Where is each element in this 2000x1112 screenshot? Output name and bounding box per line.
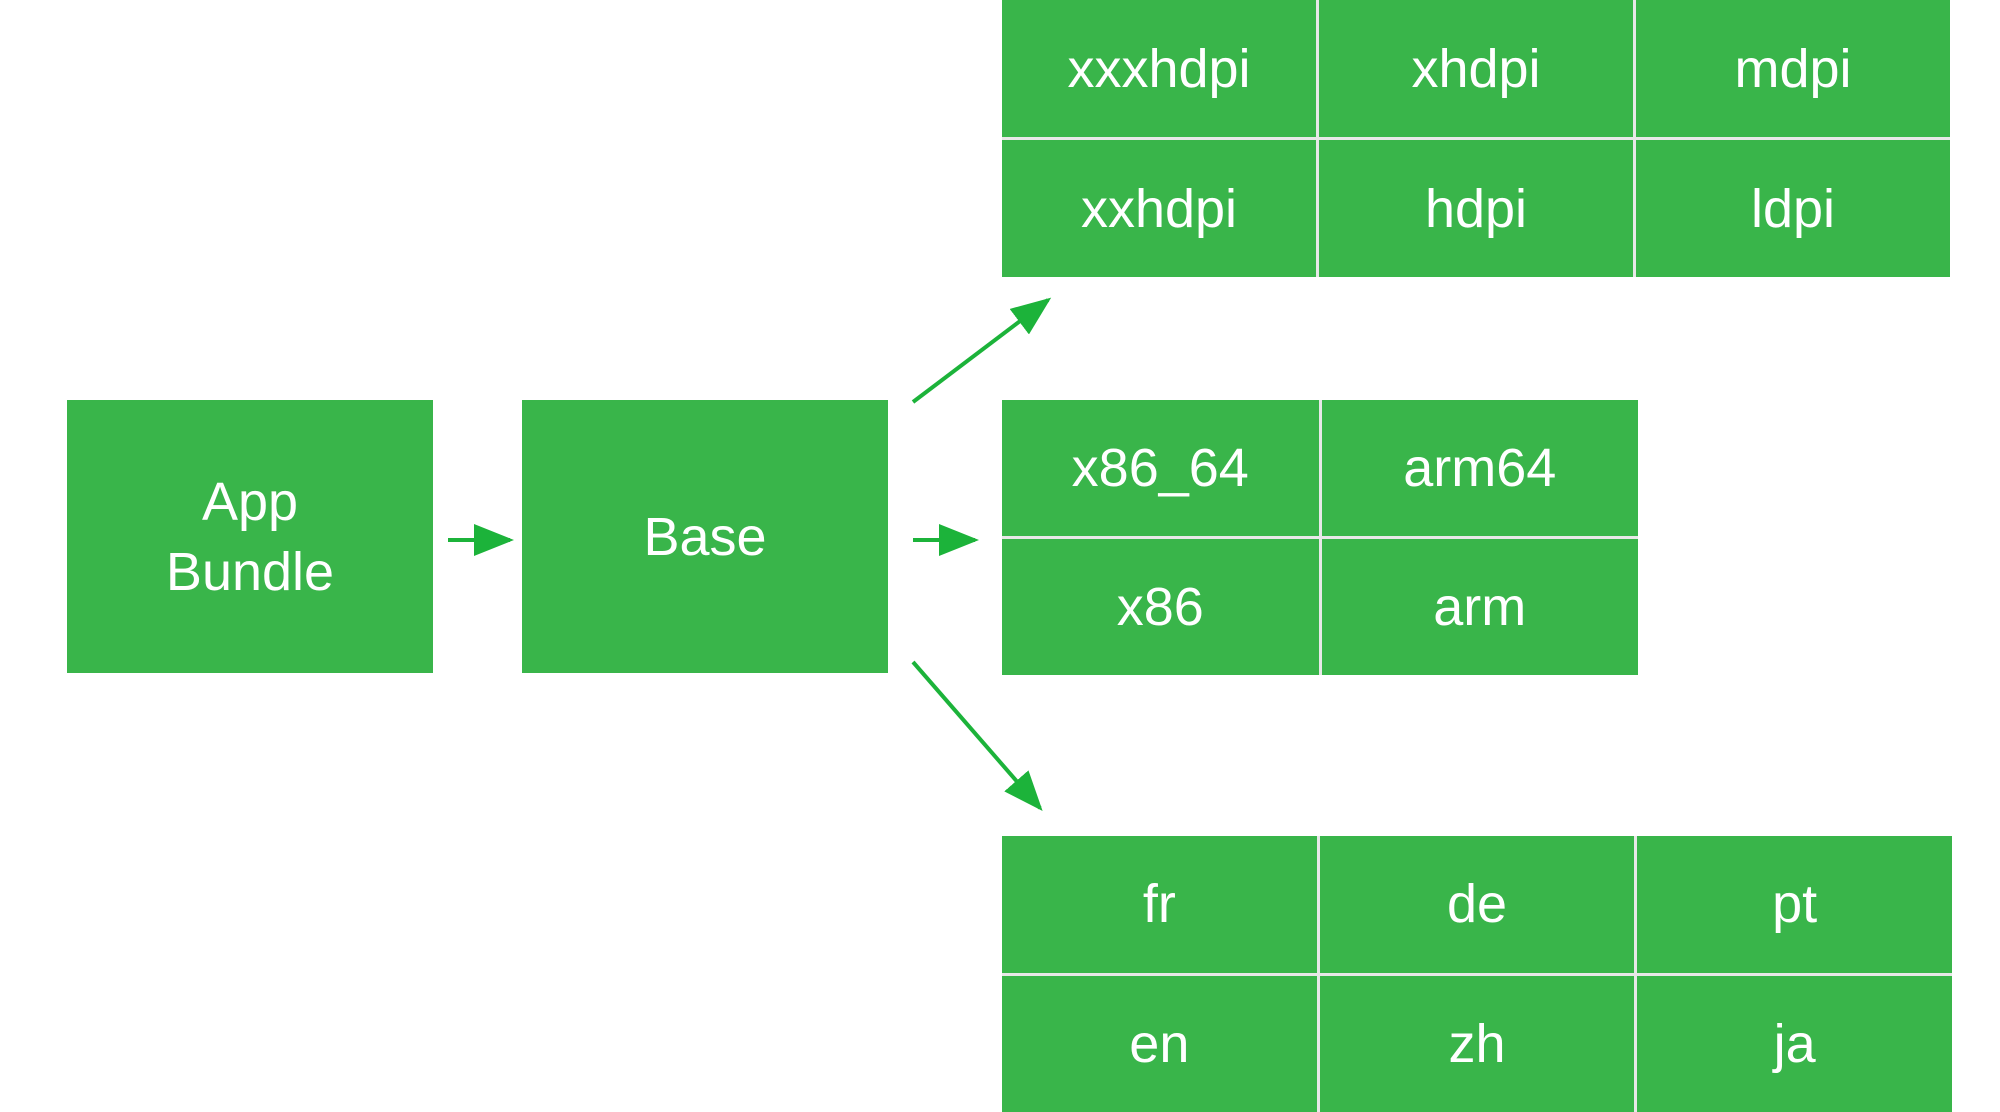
- abi-split-grid: x86_64 arm64 x86 arm: [1002, 400, 1638, 675]
- language-cell-fr: fr: [1002, 836, 1317, 973]
- language-split-grid: fr de pt en zh ja: [1002, 836, 1952, 1112]
- arrow-base-to-density: [913, 300, 1048, 402]
- language-cell-de: de: [1320, 836, 1635, 973]
- abi-cell-x86-64: x86_64: [1002, 400, 1319, 536]
- density-split-grid: xxxhdpi xhdpi mdpi xxhdpi hdpi ldpi: [1002, 0, 1950, 277]
- base-label: Base: [643, 502, 766, 572]
- density-cell-xxxhdpi: xxxhdpi: [1002, 0, 1316, 137]
- abi-cell-arm: arm: [1322, 539, 1639, 675]
- density-cell-xxhdpi: xxhdpi: [1002, 140, 1316, 277]
- abi-cell-x86: x86: [1002, 539, 1319, 675]
- density-cell-xhdpi: xhdpi: [1319, 0, 1633, 137]
- density-cell-ldpi: ldpi: [1636, 140, 1950, 277]
- base-box: Base: [522, 400, 888, 673]
- density-cell-hdpi: hdpi: [1319, 140, 1633, 277]
- density-cell-mdpi: mdpi: [1636, 0, 1950, 137]
- language-cell-ja: ja: [1637, 976, 1952, 1112]
- language-cell-pt: pt: [1637, 836, 1952, 973]
- abi-cell-arm64: arm64: [1322, 400, 1639, 536]
- arrow-base-to-language: [913, 662, 1040, 808]
- app-bundle-label-line1: App: [202, 467, 298, 537]
- app-bundle-label-line2: Bundle: [166, 537, 334, 607]
- language-cell-en: en: [1002, 976, 1317, 1112]
- app-bundle-box: App Bundle: [67, 400, 433, 673]
- language-cell-zh: zh: [1320, 976, 1635, 1112]
